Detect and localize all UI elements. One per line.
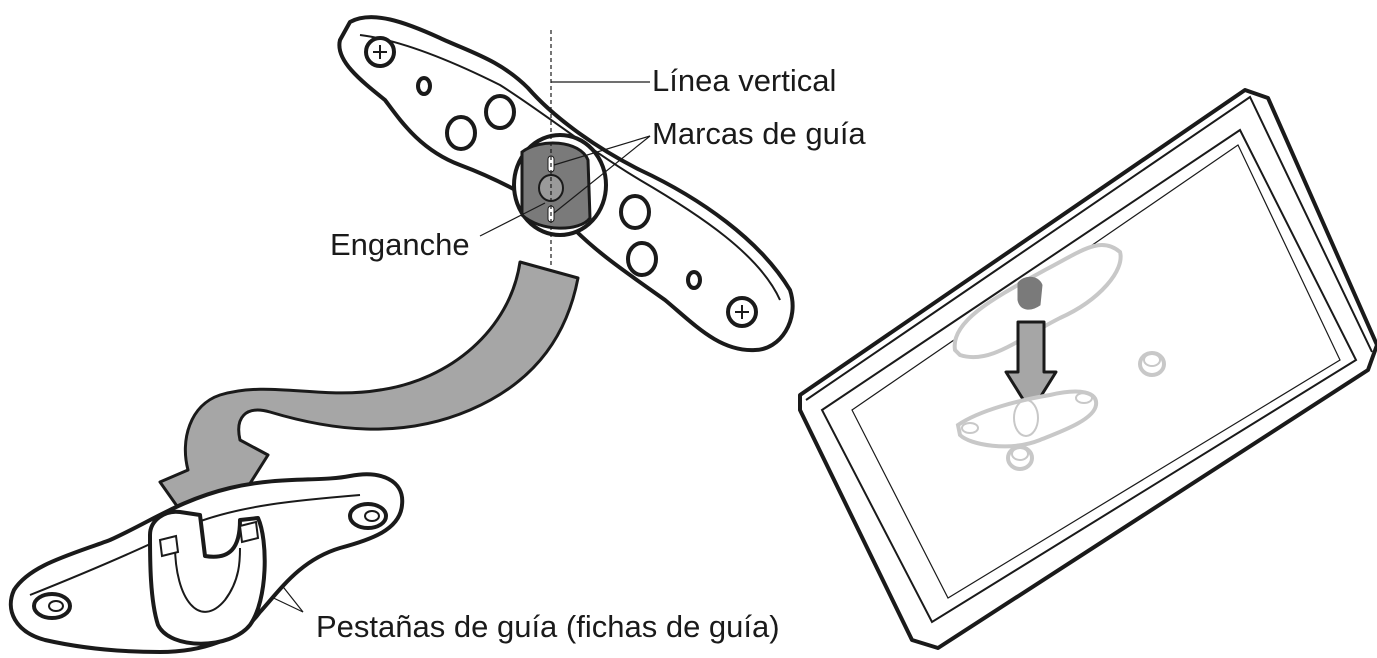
screw-icon <box>348 502 388 530</box>
hook-label: Enganche <box>330 227 470 262</box>
guide-tab <box>158 534 180 558</box>
screw-icon <box>364 36 396 68</box>
upper-bracket <box>337 15 795 353</box>
vertical-line-label: Línea vertical <box>652 63 836 98</box>
guide-tabs-label: Pestañas de guía (fichas de guía) <box>316 609 780 644</box>
mount-post <box>1006 445 1034 471</box>
screw-icon <box>32 592 72 620</box>
lower-bracket <box>8 472 405 654</box>
down-arrow-icon <box>1004 320 1058 414</box>
guide-tab <box>238 520 260 544</box>
mount-post <box>1138 351 1166 377</box>
guide-marks-label: Marcas de guía <box>652 116 866 151</box>
bracket-holes <box>416 76 702 290</box>
tv-panel <box>798 88 1377 650</box>
ghost-lower-bracket <box>955 389 1099 449</box>
screw-icon <box>726 296 758 328</box>
